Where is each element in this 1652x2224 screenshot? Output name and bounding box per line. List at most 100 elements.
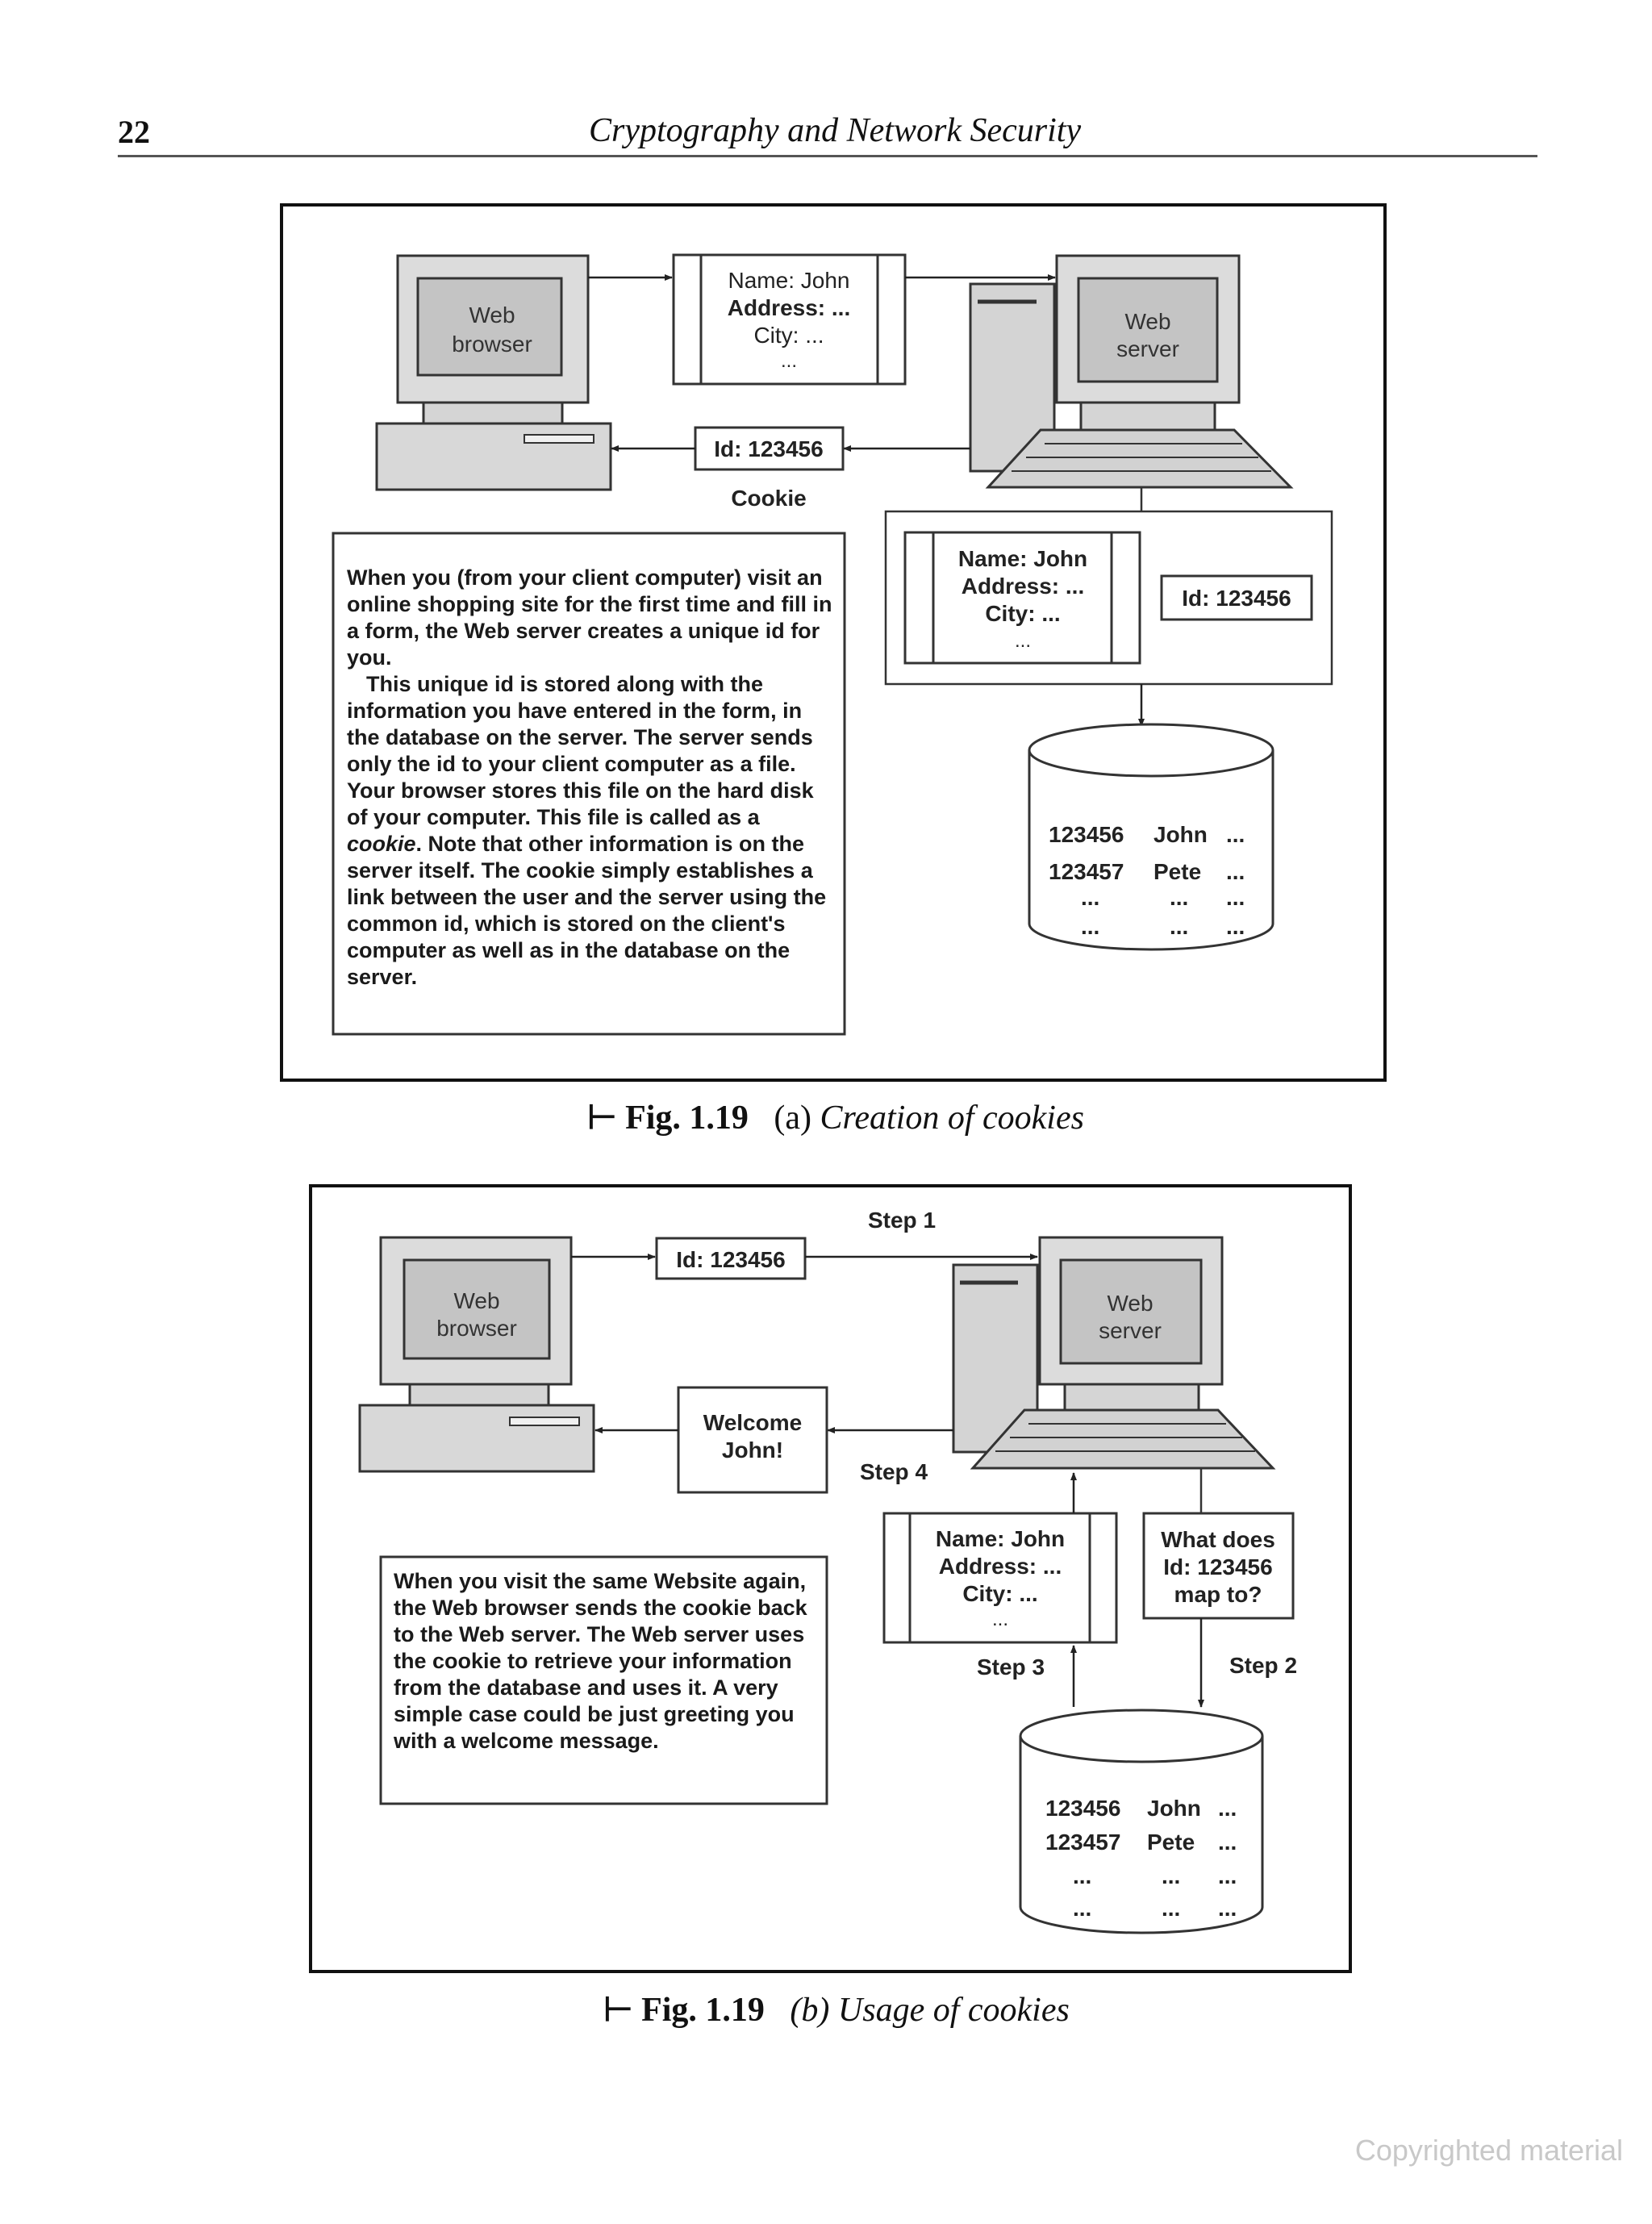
- server-b-label-line2: server: [1099, 1318, 1162, 1343]
- db-b-row4-id: ...: [1073, 1896, 1091, 1921]
- figure-a-diagram: Web browser Name: John Address: ... City…: [280, 203, 1387, 1082]
- server-b-label-line1: Web: [1107, 1291, 1153, 1316]
- record-name: Name: John: [936, 1526, 1065, 1551]
- db-b-row4-name: ...: [1162, 1896, 1180, 1921]
- server-computer-icon: [969, 254, 1294, 489]
- welcome-line2: John!: [722, 1437, 783, 1462]
- caption-a-mark: ⊢: [587, 1099, 617, 1137]
- db-row3-id: ...: [1081, 885, 1099, 910]
- db-row2-more: ...: [1226, 859, 1245, 884]
- browser-b-label-line1: Web: [453, 1288, 499, 1313]
- db-b-row2-id: 123457: [1045, 1830, 1120, 1855]
- database-icon: [1028, 723, 1274, 951]
- cookie-id-box: [694, 426, 845, 471]
- browser-label-line1: Web: [469, 303, 515, 328]
- db-row4-more: ...: [1226, 914, 1245, 939]
- record-box: [882, 1512, 1118, 1644]
- db-row4-id: ...: [1081, 914, 1099, 939]
- query-line2: Id: 123456: [1163, 1554, 1272, 1579]
- step3-label: Step 3: [977, 1654, 1045, 1679]
- stored-name: Name: John: [958, 546, 1087, 571]
- db-row1-more: ...: [1226, 822, 1245, 847]
- form-more: ...: [781, 350, 797, 372]
- figure-b-frame: [309, 1184, 1352, 1973]
- step4-label: Step 4: [860, 1459, 928, 1484]
- db-row4-name: ...: [1170, 914, 1188, 939]
- query-box: [1142, 1512, 1295, 1620]
- db-b-row3-name: ...: [1162, 1863, 1180, 1888]
- database-b-rows: 123456 John ... 123457 Pete ... ... ... …: [1045, 1796, 1237, 1921]
- db-row2-name: Pete: [1153, 859, 1201, 884]
- db-row3-name: ...: [1170, 885, 1188, 910]
- database-rows: 123456 John ... 123457 Pete ... ... ... …: [1049, 822, 1245, 939]
- caption-a-part: (a): [774, 1099, 812, 1137]
- caption-b-mark: ⊢: [603, 1992, 633, 2029]
- caption-a-title: Creation of cookies: [820, 1099, 1084, 1137]
- db-b-row1-name: John: [1147, 1796, 1201, 1821]
- stored-city: City: ...: [985, 601, 1060, 626]
- caption-a-fig: Fig. 1.19: [625, 1099, 749, 1137]
- db-b-row1-more: ...: [1218, 1796, 1237, 1821]
- stored-more: ...: [1015, 630, 1031, 652]
- db-row1-id: 123456: [1049, 822, 1124, 847]
- figure-b-description: When you visit the same Website again, t…: [394, 1568, 816, 1755]
- record-city: City: ...: [962, 1581, 1037, 1606]
- welcome-box: [677, 1386, 828, 1494]
- figure-a-frame: [280, 203, 1387, 1082]
- db-b-row2-more: ...: [1218, 1830, 1237, 1855]
- cookie-id: Id: 123456: [714, 436, 823, 461]
- page-number: 22: [118, 114, 150, 150]
- browser-label-line2: browser: [452, 332, 532, 357]
- figure-a-caption: ⊢ Fig. 1.19 (a) Creation of cookies: [587, 1097, 1084, 1137]
- figure-a-description: When you (from your client computer) vis…: [347, 565, 834, 991]
- caption-b-part: (b): [790, 1992, 830, 2029]
- figure-b-caption: ⊢ Fig. 1.19 (b) Usage of cookies: [603, 1989, 1070, 2030]
- db-row2-id: 123457: [1049, 859, 1124, 884]
- db-b-row4-more: ...: [1218, 1896, 1237, 1921]
- welcome-line1: Welcome: [703, 1410, 802, 1435]
- database-icon-b: [1019, 1709, 1264, 1934]
- server-store-box: [884, 510, 1333, 686]
- stored-record-box: [903, 531, 1141, 665]
- db-row3-more: ...: [1226, 885, 1245, 910]
- stored-id: Id: 123456: [1182, 586, 1291, 611]
- stored-id-box: [1160, 574, 1313, 621]
- running-title: Cryptography and Network Security: [589, 112, 1082, 149]
- client-computer-icon: [375, 254, 612, 491]
- caption-b-title: Usage of cookies: [837, 1992, 1070, 2029]
- browser-b-label-line2: browser: [436, 1316, 517, 1341]
- server-label-line1: Web: [1124, 309, 1170, 334]
- record-address: Address: ...: [939, 1554, 1062, 1579]
- record-more: ...: [992, 1609, 1008, 1630]
- copyright-watermark: Copyrighted material: [1354, 2134, 1623, 2167]
- db-b-row2-name: Pete: [1147, 1830, 1195, 1855]
- db-b-row1-id: 123456: [1045, 1796, 1120, 1821]
- form-name: Name: John: [728, 268, 850, 293]
- query-line3: map to?: [1174, 1582, 1262, 1607]
- header-rule: [118, 155, 1537, 157]
- description-a-para2: This unique id is stored along with the …: [347, 672, 827, 989]
- db-b-row3-id: ...: [1073, 1863, 1091, 1888]
- description-box-b: [379, 1555, 828, 1805]
- description-box-a: [332, 532, 846, 1036]
- description-b-para: When you visit the same Website again, t…: [394, 1569, 807, 1753]
- cookie-label: Cookie: [731, 486, 806, 511]
- form-city: City: ...: [753, 323, 824, 348]
- step1-label: Step 1: [868, 1208, 936, 1233]
- request-id-box: [655, 1237, 807, 1280]
- form-address: Address: ...: [728, 295, 850, 320]
- client-computer-icon-b: [358, 1236, 595, 1473]
- caption-b-fig: Fig. 1.19: [641, 1992, 765, 2029]
- server-label-line2: server: [1116, 336, 1179, 361]
- db-row1-name: John: [1153, 822, 1208, 847]
- figure-b-diagram: Web browser Id: 123456 Step 1 Web server…: [309, 1184, 1352, 1973]
- stored-address: Address: ...: [962, 574, 1084, 599]
- db-b-row3-more: ...: [1218, 1863, 1237, 1888]
- cookie-term: cookie: [347, 832, 416, 856]
- form-box: [672, 253, 907, 386]
- request-id: Id: 123456: [676, 1247, 785, 1272]
- query-line1: What does: [1161, 1527, 1275, 1552]
- server-computer-icon-b: [952, 1236, 1276, 1470]
- description-a-para1: When you (from your client computer) vis…: [347, 565, 832, 670]
- step2-label: Step 2: [1229, 1653, 1297, 1678]
